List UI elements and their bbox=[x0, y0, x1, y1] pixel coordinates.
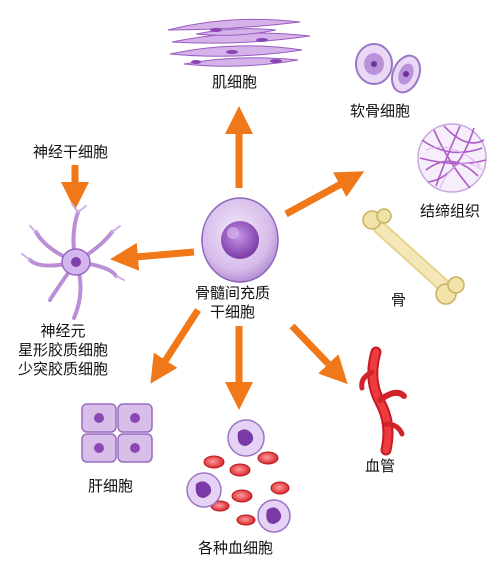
blood-vessel-graphic bbox=[359, 346, 407, 456]
label-neuron: 神经元 bbox=[40, 322, 86, 340]
bone-graphic bbox=[362, 208, 465, 305]
label-neural-stem-cells: 神经干细胞 bbox=[33, 143, 109, 161]
label-blood-vessel: 血管 bbox=[365, 457, 396, 475]
connective-tissue-graphic bbox=[417, 123, 487, 193]
arrow-to-neural bbox=[110, 242, 195, 271]
arrow-to-vessel bbox=[289, 323, 348, 385]
label-cartilage-cells: 软骨细胞 bbox=[350, 102, 411, 120]
arrows bbox=[61, 106, 365, 410]
arrow-to-connective bbox=[284, 171, 365, 218]
label-bone: 骨 bbox=[391, 291, 407, 309]
label-neural-cells: 神经元 星形胶质细胞 少突胶质细胞 bbox=[18, 322, 108, 379]
label-stem-cell-line2: 干细胞 bbox=[210, 303, 256, 321]
label-liver-cells: 肝细胞 bbox=[88, 477, 134, 495]
arrow-to-liver bbox=[150, 308, 201, 384]
blood-cells-graphic bbox=[186, 419, 291, 533]
label-stem-cell: 骨髓间充质 干细胞 bbox=[195, 284, 270, 322]
neuron-graphic bbox=[21, 203, 125, 320]
label-connective-tissue: 结缔组织 bbox=[420, 202, 481, 220]
label-astrocyte: 星形胶质细胞 bbox=[18, 341, 109, 359]
label-oligodendrocyte: 少突胶质细胞 bbox=[18, 360, 109, 378]
liver-cells-graphic bbox=[81, 403, 153, 463]
stem-cell-graphic bbox=[201, 197, 279, 283]
label-stem-cell-line1: 骨髓间充质 bbox=[195, 284, 271, 302]
label-muscle-cells: 肌细胞 bbox=[212, 73, 258, 91]
label-blood-cells: 各种血细胞 bbox=[198, 539, 274, 557]
cartilage-cells-graphic bbox=[355, 43, 421, 94]
muscle-cells-graphic bbox=[167, 18, 311, 67]
